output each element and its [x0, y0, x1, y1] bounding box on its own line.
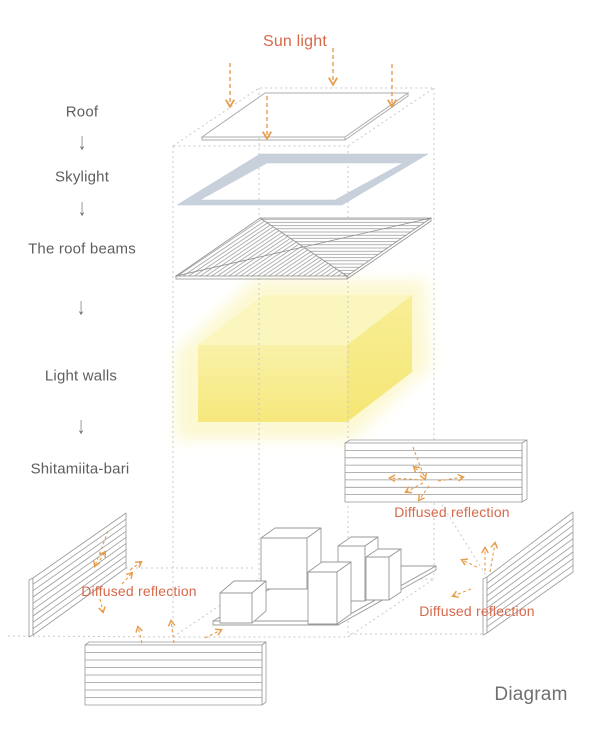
panel-slats: [345, 450, 522, 495]
beams-diagonals: [175, 217, 432, 277]
diffused-arrows-right-wall: [451, 541, 499, 598]
roof-beams-layer: [174, 217, 433, 280]
reflection-wall-left: [28, 512, 127, 638]
reflection-panel-bottom: [84, 641, 267, 706]
prism-bottom-face: [171, 578, 436, 638]
diffused-reflection-label-right-lower: Diffused reflection: [419, 603, 535, 619]
sun-light-label: Sun light: [262, 33, 328, 50]
bounding-box-guides: [7, 87, 488, 638]
model-box-far-right: [365, 548, 402, 601]
model-boxes: [219, 527, 402, 625]
reflection-panels: [28, 439, 574, 706]
beams-hatch-front: [176, 247, 347, 276]
skylight-frame: [176, 153, 429, 206]
flow-down-arrow-icon: ↓: [76, 413, 86, 440]
panel-slats: [85, 652, 262, 698]
wall-slats: [32, 518, 127, 630]
flow-step-roof: Roof: [65, 103, 99, 121]
beams-hatch-right: [303, 218, 431, 276]
skylight-layer: [176, 153, 429, 206]
beams-hatch-left: [176, 218, 304, 276]
reflection-panel-right-upper: [344, 439, 528, 503]
diffused-arrows-bottom-panel: [135, 619, 223, 644]
flow-step-roof-beams: The roof beams: [28, 240, 136, 258]
roof-plate-top: [200, 92, 410, 138]
diffused-arrows-left-wall: [92, 530, 143, 614]
model-box-front-left: [219, 580, 267, 624]
wall-slats: [486, 518, 574, 628]
roof-plate-thickness: [201, 93, 409, 141]
roof-plate: [200, 92, 410, 141]
reflection-wall-right: [482, 511, 574, 636]
prism-vertical-edges: [172, 88, 435, 637]
flow-step-shitamiita-bari: Shitamiita-bari: [30, 460, 130, 478]
flow-down-arrow-icon: ↓: [77, 129, 87, 156]
light-box-top-face: [198, 295, 412, 345]
flow-step-light-walls: Light walls: [44, 367, 118, 385]
diffused-arrows-right-upper: [388, 446, 465, 502]
flow-step-skylight: Skylight: [54, 168, 110, 186]
diffused-reflection-label-left: Diffused reflection: [81, 583, 197, 599]
light-arrows: [92, 48, 499, 644]
construction-guides: [7, 491, 488, 638]
flow-down-arrow-icon: ↓: [76, 294, 86, 321]
light-box-front-face: [198, 345, 347, 422]
prism-top-face: [171, 87, 436, 147]
sun-light-arrows: [225, 48, 397, 141]
diffused-reflection-label-right-upper: Diffused reflection: [394, 504, 510, 520]
light-walls-volume: [176, 280, 430, 440]
beams-hatch-back: [260, 218, 431, 247]
light-box-right-face: [347, 295, 412, 422]
diagram-caption: Diagram: [494, 684, 568, 705]
model-box-center: [307, 561, 352, 625]
flow-down-arrow-icon: ↓: [77, 195, 87, 222]
beams-thickness: [175, 218, 432, 280]
